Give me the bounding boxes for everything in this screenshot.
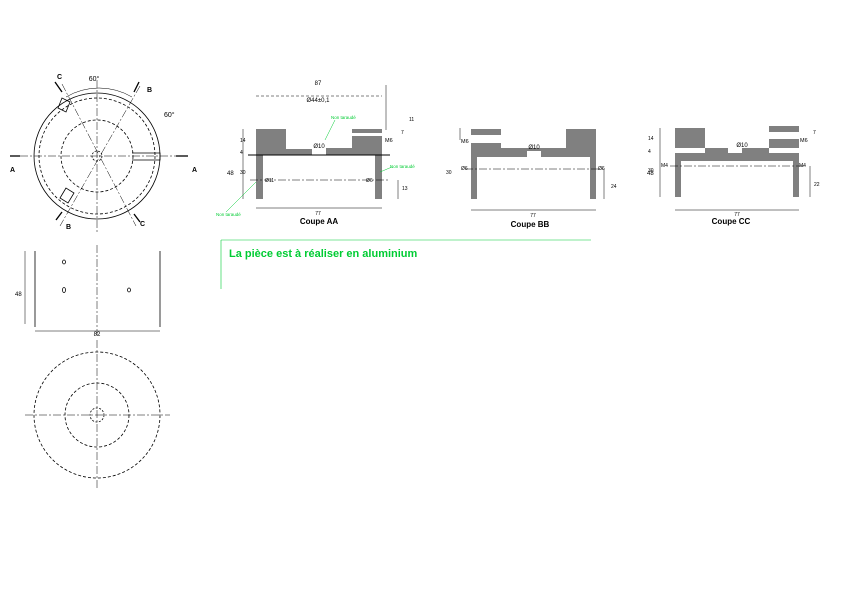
top-view <box>10 80 188 232</box>
cc-thread-left: M4 <box>661 163 668 169</box>
section-c-top-label: C <box>57 74 62 81</box>
section-b-bottom-label: B <box>66 224 71 231</box>
aa-hole-right: Ø6 <box>366 178 373 184</box>
aa-dim-7: 7 <box>401 130 404 136</box>
aa-dim-13: 13 <box>402 186 408 192</box>
aa-height: 48 <box>227 171 234 177</box>
angle-right-label: 60° <box>164 111 175 119</box>
cc-height: 48 <box>647 171 654 177</box>
cc-thread: M6 <box>800 138 808 144</box>
note-frame <box>220 239 591 289</box>
bb-title: Coupe BB <box>511 220 550 229</box>
aa-dim-30: 30 <box>240 170 246 176</box>
material-note: La pièce est à réaliser en aluminium <box>229 248 418 260</box>
aa-bottom-width: 77 <box>315 211 321 217</box>
bb-center-hole: Ø10 <box>528 145 540 151</box>
cc-dim-14: 14 <box>648 136 654 142</box>
cc-width: 77 <box>734 212 740 218</box>
section-c-bottom-label: C <box>140 221 145 228</box>
angle-top-label: 60° <box>89 75 100 83</box>
section-bb <box>459 128 605 211</box>
aa-thread: M6 <box>385 138 393 144</box>
aa-non-coupe-2: Non taraudé <box>390 164 415 169</box>
bb-thread: M6 <box>461 139 469 145</box>
bb-hole-right: Ø6 <box>598 166 605 172</box>
section-b-top-label: B <box>147 87 152 94</box>
aa-dim-11: 11 <box>409 117 414 123</box>
cc-dim-22: 22 <box>814 182 820 188</box>
bb-dim-24: 24 <box>611 184 617 190</box>
aa-top-width: 87 <box>315 81 322 87</box>
aa-center-hole: Ø10 <box>313 144 325 150</box>
annotation-leaders <box>225 119 393 213</box>
cc-dim-30: 30 <box>648 168 654 174</box>
cc-dim-4: 4 <box>648 149 651 155</box>
bottom-view <box>25 340 170 490</box>
cc-title: Coupe CC <box>712 217 751 226</box>
front-width-label: 82 <box>94 332 101 338</box>
section-cc <box>659 126 811 211</box>
aa-non-coupe-3: Non taraudé <box>216 212 241 217</box>
bb-width: 77 <box>530 213 536 219</box>
aa-title: Coupe AA <box>300 217 339 226</box>
front-view <box>24 245 161 335</box>
aa-dim-4: 4 <box>240 150 243 156</box>
section-aa <box>242 85 399 209</box>
aa-hole-left: Ø11 <box>265 178 274 184</box>
section-a-right-label: A <box>192 167 197 174</box>
bb-dim-30: 30 <box>446 170 452 176</box>
cc-dim-7: 7 <box>813 130 816 136</box>
section-a-left-label: A <box>10 167 15 174</box>
front-height-label: 48 <box>15 292 22 298</box>
bb-hole-left: Ø6 <box>461 166 468 172</box>
aa-bore-dia: Ø44±0,1 <box>307 98 331 104</box>
aa-non-coupe-1: Non taraudé <box>331 115 356 120</box>
aa-dim-14: 14 <box>240 138 246 144</box>
cc-thread-right: M4 <box>799 163 806 169</box>
cc-center-hole: Ø10 <box>736 143 748 149</box>
